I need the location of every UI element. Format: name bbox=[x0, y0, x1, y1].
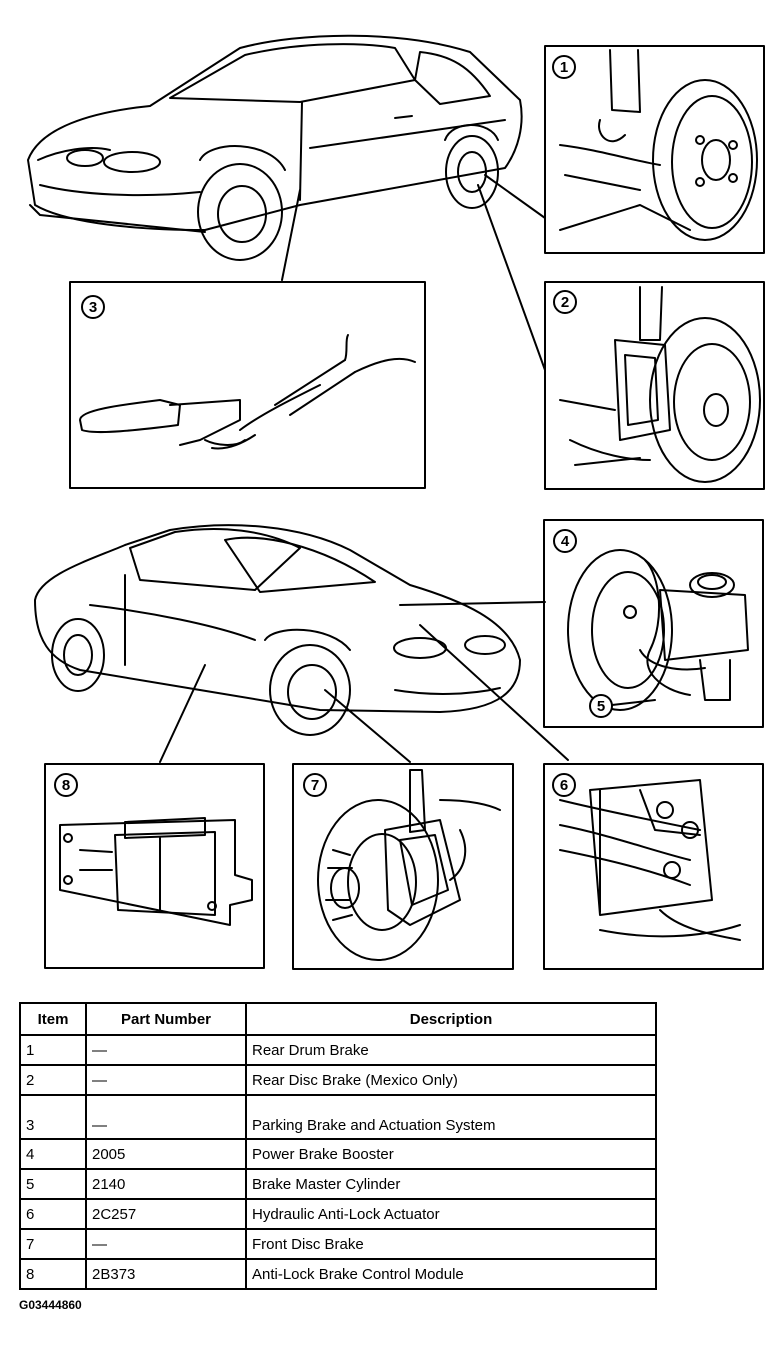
abs-module-illustration bbox=[59, 817, 253, 926]
abs-actuator-illustration bbox=[559, 779, 741, 941]
cell-part-number: 2C257 bbox=[85, 1198, 247, 1230]
parts-table: Item Part Number Description 1 — Rear Dr… bbox=[19, 1002, 657, 1290]
table-row: 5 2140 Brake Master Cylinder bbox=[19, 1168, 657, 1200]
rear-drum-brake-illustration bbox=[559, 49, 758, 241]
cell-description: Rear Drum Brake bbox=[245, 1034, 657, 1066]
table-row: 2 — Rear Disc Brake (Mexico Only) bbox=[19, 1064, 657, 1096]
car-top-illustration bbox=[27, 34, 523, 261]
cell-item: 7 bbox=[19, 1228, 87, 1260]
car-bottom-illustration bbox=[34, 524, 521, 736]
callout-box-6 bbox=[543, 763, 764, 970]
callout-number-7: 7 bbox=[303, 773, 327, 797]
cell-description: Parking Brake and Actuation System bbox=[245, 1094, 657, 1140]
callout-box-8 bbox=[44, 763, 265, 969]
table-row: 1 — Rear Drum Brake bbox=[19, 1034, 657, 1066]
callout-number-2: 2 bbox=[553, 290, 577, 314]
front-disc-brake-illustration bbox=[317, 769, 501, 961]
callout-number-4: 4 bbox=[553, 529, 577, 553]
svg-text:7: 7 bbox=[311, 777, 319, 794]
cell-item: 8 bbox=[19, 1258, 87, 1290]
cell-description: Anti-Lock Brake Control Module bbox=[245, 1258, 657, 1290]
header-part-number: Part Number bbox=[85, 1002, 247, 1036]
cell-part-number: — bbox=[85, 1228, 247, 1260]
svg-text:2: 2 bbox=[561, 294, 569, 311]
brake-booster-illustration bbox=[567, 549, 749, 711]
brake-system-diagram: 1 2 3 4 5 6 7 8 bbox=[27, 34, 765, 970]
cell-part-number: — bbox=[85, 1064, 247, 1096]
callout-box-3 bbox=[69, 281, 426, 489]
cell-part-number: 2B373 bbox=[85, 1258, 247, 1290]
cell-part-number: 2140 bbox=[85, 1168, 247, 1200]
cell-item: 6 bbox=[19, 1198, 87, 1230]
callout-number-1: 1 bbox=[552, 55, 576, 79]
table-header-row: Item Part Number Description bbox=[19, 1002, 657, 1036]
callout-number-3: 3 bbox=[81, 295, 105, 319]
callout-number-8: 8 bbox=[54, 773, 78, 797]
cell-item: 4 bbox=[19, 1138, 87, 1170]
callout-box-1 bbox=[544, 45, 765, 254]
cell-part-number: — bbox=[85, 1034, 247, 1066]
callout-box-7 bbox=[292, 763, 514, 970]
cell-description: Power Brake Booster bbox=[245, 1138, 657, 1170]
cell-description: Brake Master Cylinder bbox=[245, 1168, 657, 1200]
cell-description: Hydraulic Anti-Lock Actuator bbox=[245, 1198, 657, 1230]
figure-id: G03444860 bbox=[19, 1298, 82, 1312]
callout-number-6: 6 bbox=[552, 773, 576, 797]
table-row: 4 2005 Power Brake Booster bbox=[19, 1138, 657, 1170]
svg-text:1: 1 bbox=[560, 59, 568, 76]
table-row: 6 2C257 Hydraulic Anti-Lock Actuator bbox=[19, 1198, 657, 1230]
parking-brake-illustration bbox=[79, 334, 416, 450]
cell-part-number: 2005 bbox=[85, 1138, 247, 1170]
cell-item: 1 bbox=[19, 1034, 87, 1066]
cell-description: Rear Disc Brake (Mexico Only) bbox=[245, 1064, 657, 1096]
callout-box-4 bbox=[543, 519, 764, 728]
cell-description: Front Disc Brake bbox=[245, 1228, 657, 1260]
svg-text:3: 3 bbox=[89, 299, 97, 316]
cell-item: 2 bbox=[19, 1064, 87, 1096]
svg-text:5: 5 bbox=[597, 698, 605, 715]
svg-text:8: 8 bbox=[62, 777, 70, 794]
callout-number-5: 5 bbox=[589, 694, 613, 718]
table-row: 3 — Parking Brake and Actuation System bbox=[19, 1094, 657, 1140]
svg-text:6: 6 bbox=[560, 777, 568, 794]
cell-part-number: — bbox=[85, 1094, 247, 1140]
header-description: Description bbox=[245, 1002, 657, 1036]
callout-box-2 bbox=[544, 281, 765, 490]
table-row: 8 2B373 Anti-Lock Brake Control Module bbox=[19, 1258, 657, 1290]
header-item: Item bbox=[19, 1002, 87, 1036]
rear-disc-brake-illustration bbox=[559, 286, 761, 483]
cell-item: 3 bbox=[19, 1094, 87, 1140]
svg-text:4: 4 bbox=[561, 533, 570, 550]
cell-item: 5 bbox=[19, 1168, 87, 1200]
table-row: 7 — Front Disc Brake bbox=[19, 1228, 657, 1260]
